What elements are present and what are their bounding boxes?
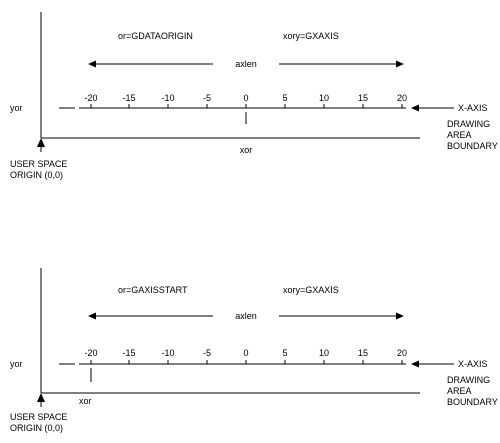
origin-arrowhead bbox=[37, 138, 45, 147]
origin-arrowhead bbox=[37, 393, 45, 402]
xor-label: xor bbox=[79, 396, 92, 406]
xor-label: xor bbox=[240, 145, 253, 155]
tick-label: 15 bbox=[358, 93, 368, 103]
boundary-line: AREA bbox=[447, 130, 472, 140]
or-label: or=GAXISSTART bbox=[118, 285, 188, 295]
axlen-arrow bbox=[88, 60, 404, 68]
tick-label: -5 bbox=[203, 93, 211, 103]
boundary-line: AREA bbox=[447, 386, 472, 396]
tick-marks bbox=[90, 104, 403, 108]
tick-label: -20 bbox=[84, 348, 97, 358]
tick-label: 5 bbox=[282, 348, 287, 358]
tick-label: 10 bbox=[319, 93, 329, 103]
boundary-line: DRAWING bbox=[447, 375, 490, 385]
origin-line: ORIGIN (0,0) bbox=[10, 423, 63, 433]
tick-label: -10 bbox=[161, 348, 174, 358]
drawing-area-boundary-label: DRAWING AREA BOUNDARY bbox=[447, 119, 498, 151]
origin-line: USER SPACE bbox=[10, 412, 67, 422]
tick-label: 0 bbox=[243, 348, 248, 358]
tick-label: 10 bbox=[319, 348, 329, 358]
origin-line: USER SPACE bbox=[10, 159, 67, 169]
or-label: or=GDATAORIGIN bbox=[118, 31, 193, 41]
user-space-origin-label: USER SPACE ORIGIN (0,0) bbox=[10, 159, 70, 180]
tick-label: 20 bbox=[397, 93, 407, 103]
yor-label: yor bbox=[10, 359, 23, 369]
tick-label: 15 bbox=[358, 348, 368, 358]
x-axis-label: X-AXIS bbox=[458, 359, 488, 369]
drawing-area-boundary-label: DRAWING AREA BOUNDARY bbox=[447, 375, 498, 407]
origin-line: ORIGIN (0,0) bbox=[10, 170, 63, 180]
xory-label: xory=GXAXIS bbox=[283, 31, 339, 41]
tick-marks bbox=[90, 360, 403, 364]
axlen-arrow bbox=[88, 312, 404, 320]
x-axis-pointer-arrow bbox=[411, 104, 454, 112]
tick-label: -15 bbox=[122, 348, 135, 358]
boundary-line: BOUNDARY bbox=[447, 141, 498, 151]
tick-label: 20 bbox=[397, 348, 407, 358]
tick-labels: -20 -15 -10 -5 0 5 10 15 20 bbox=[84, 348, 407, 358]
panel-gdataorigin: -20 -15 -10 -5 0 5 10 15 20 or=GDATAORIG… bbox=[10, 12, 498, 180]
tick-labels: -20 -15 -10 -5 0 5 10 15 20 bbox=[84, 93, 407, 103]
axlen-label: axlen bbox=[235, 59, 257, 69]
yor-label: yor bbox=[10, 103, 23, 113]
boundary-line: DRAWING bbox=[447, 119, 490, 129]
user-space-origin-label: USER SPACE ORIGIN (0,0) bbox=[10, 412, 70, 433]
tick-label: 5 bbox=[282, 93, 287, 103]
panel-gaxisstart: -20 -15 -10 -5 0 5 10 15 20 or=GAXISSTAR… bbox=[10, 268, 498, 433]
tick-label: -20 bbox=[84, 93, 97, 103]
axlen-label: axlen bbox=[235, 311, 257, 321]
tick-label: 0 bbox=[243, 93, 248, 103]
tick-label: -15 bbox=[122, 93, 135, 103]
x-axis-label: X-AXIS bbox=[458, 103, 488, 113]
boundary-line: BOUNDARY bbox=[447, 397, 498, 407]
xory-label: xory=GXAXIS bbox=[283, 285, 339, 295]
tick-label: -10 bbox=[161, 93, 174, 103]
tick-label: -5 bbox=[203, 348, 211, 358]
x-axis-pointer-arrow bbox=[411, 360, 454, 368]
